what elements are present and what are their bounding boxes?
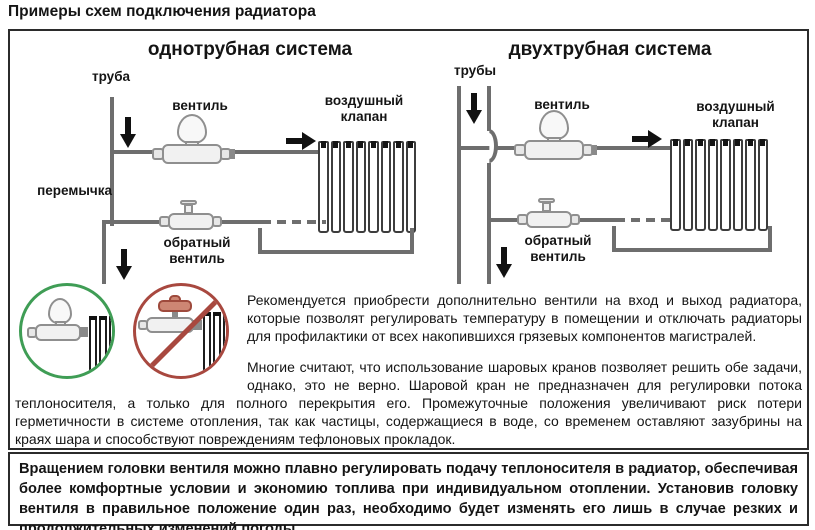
approved-valve-icon (19, 283, 115, 379)
right-arrow-icon (632, 130, 662, 148)
down-arrow-icon (466, 93, 482, 125)
supply-riser-pipe (457, 86, 461, 284)
label-pipe: труба (92, 69, 131, 84)
label-valve: вентиль (534, 97, 590, 112)
label-bypass: перемычка (37, 183, 112, 198)
forbidden-ball-valve-icon (133, 283, 229, 379)
label-return-valve: обратный вентиль (163, 235, 231, 266)
two-pipe-heading: двухтрубная система (508, 39, 712, 60)
valve-approval-badges (15, 279, 247, 393)
hidden-pipe-dashed (616, 218, 674, 222)
return-loop-pipe (612, 226, 772, 252)
label-pipes: трубы (454, 63, 497, 78)
label-valve: вентиль (172, 98, 228, 113)
one-pipe-heading: однотрубная система (147, 39, 353, 60)
radiator-icon (318, 141, 416, 233)
label-return-valve: обратный вентиль (524, 233, 592, 264)
return-loop-pipe (258, 228, 414, 254)
page-title: Примеры схем подключения радиатора (8, 3, 316, 20)
return-riser-pipe (102, 220, 106, 284)
label-air-valve: воздушный клапан (696, 99, 775, 130)
schemes-panel: однотрубная система труба вентиль воздуш… (8, 29, 809, 450)
label-air-valve: воздушный клапан (324, 93, 404, 124)
down-arrow-icon (116, 249, 132, 281)
return-riser-pipe-bottom (487, 163, 491, 284)
recommendation-paragraph-2: Многие считают, что использование шаровы… (15, 359, 802, 447)
recommendation-paragraph-1: Рекомендуется приобрести дополнительно в… (247, 292, 802, 344)
summary-panel: Вращением головки вентиля можно плавно р… (8, 452, 809, 530)
down-arrow-icon (496, 247, 512, 279)
summary-paragraph: Вращением головки вентиля можно плавно р… (19, 461, 798, 530)
down-arrow-icon (120, 117, 136, 149)
radiator-icon (670, 139, 768, 231)
right-arrow-icon (286, 132, 316, 150)
recommendations-block: Рекомендуется приобрести дополнительно в… (15, 279, 802, 448)
supply-riser-pipe (110, 97, 114, 226)
hidden-pipe-dashed (262, 220, 326, 224)
return-riser-pipe-top (487, 86, 491, 131)
